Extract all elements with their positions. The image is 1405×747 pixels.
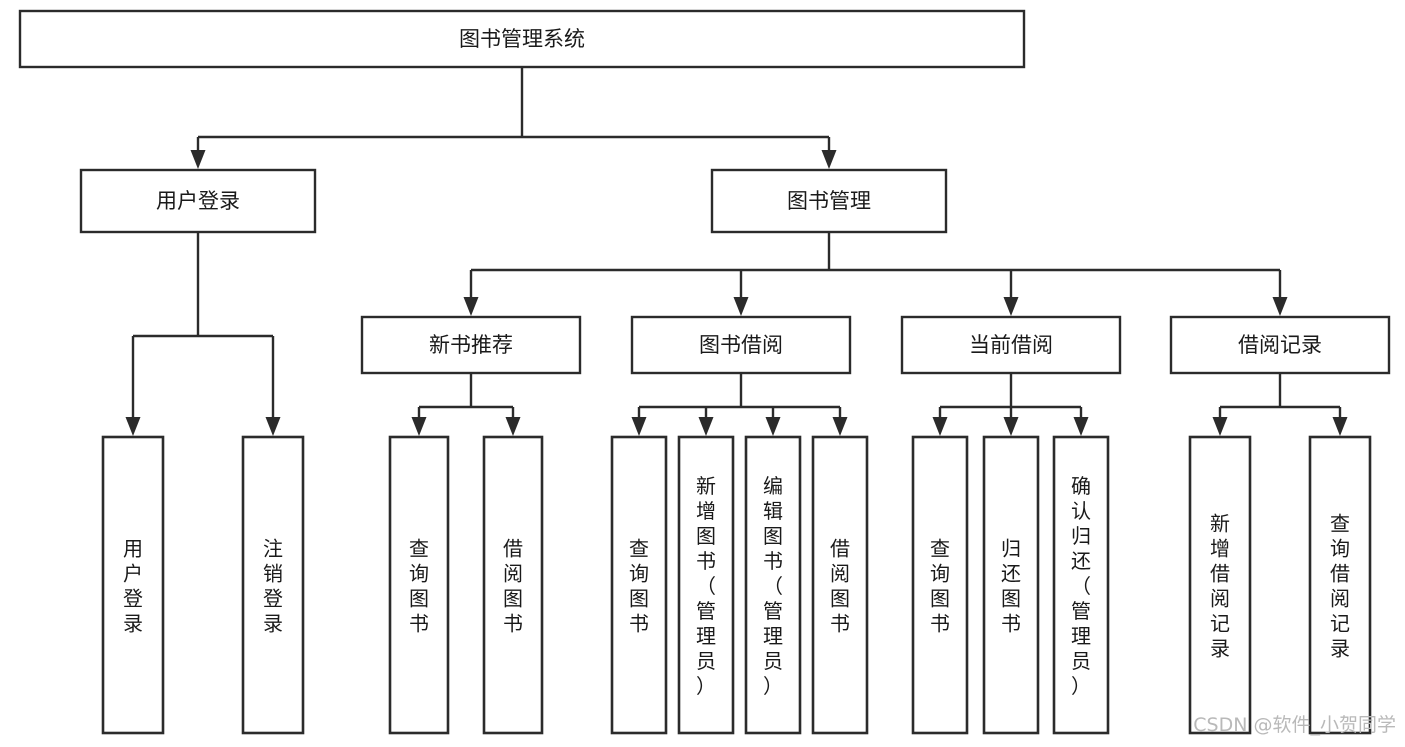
node-borrow[interactable]: 图书借阅 [630,315,852,375]
node-bookmgmt[interactable]: 图书管理 [710,168,948,234]
node-box[interactable] [1052,435,1110,735]
arrow-head-icon [1003,417,1019,436]
node-current[interactable]: 当前借阅 [900,315,1122,375]
node-label: 新书推荐 [429,333,513,357]
node-leaf-records-1[interactable]: 新增借阅记录 [1188,435,1252,735]
arrow-head-icon [1003,297,1019,316]
node-label: 用户登录 [156,189,240,213]
connector-layer [125,67,1348,436]
node-label: 图书管理 [787,189,871,213]
node-label: 查询图书 [629,536,649,635]
node-leaf-borrow-2[interactable]: 新增图书（管理员） [677,435,735,735]
node-leaf-newbook-1[interactable]: 查询图书 [388,435,450,735]
node-label: 借阅图书 [830,536,850,635]
node-leaf-borrow-3[interactable]: 编辑图书（管理员） [744,435,802,735]
arrow-head-icon [411,417,427,436]
node-label: 图书管理系统 [459,27,585,51]
node-label: 归还图书 [1001,536,1021,635]
arrow-head-icon [698,417,714,436]
node-leaf-borrow-4[interactable]: 借阅图书 [811,435,869,735]
arrow-head-icon [505,417,521,436]
node-label: 新增借阅记录 [1210,511,1230,660]
node-box[interactable] [1188,435,1252,735]
arrow-head-icon [832,417,848,436]
node-records[interactable]: 借阅记录 [1169,315,1391,375]
node-box[interactable] [1308,435,1372,735]
node-label: 查询图书 [409,536,429,635]
node-layer: 图书管理系统用户登录图书管理新书推荐图书借阅当前借阅借阅记录用户登录注销登录查询… [18,9,1391,735]
connector-current [932,373,1089,436]
node-box[interactable] [18,9,1026,69]
node-box[interactable] [982,435,1040,735]
csdn-watermark: CSDN @软件_小贺同学 [1193,714,1396,736]
node-box[interactable] [900,315,1122,375]
node-leaf-borrow-1[interactable]: 查询图书 [610,435,668,735]
node-box[interactable] [79,168,317,234]
node-label: 借阅图书 [503,536,523,635]
arrow-head-icon [765,417,781,436]
node-box[interactable] [744,435,802,735]
arrow-head-icon [1073,417,1089,436]
connector-login [125,232,281,436]
node-box[interactable] [911,435,969,735]
node-leaf-current-3[interactable]: 确认归还（管理员） [1052,435,1110,735]
connector-newbook [411,373,521,436]
node-label: 确认归还（管理员） [1071,474,1091,698]
node-box[interactable] [360,315,582,375]
arrow-head-icon [265,417,281,436]
node-box[interactable] [630,315,852,375]
node-box[interactable] [101,435,165,735]
node-box[interactable] [811,435,869,735]
node-leaf-login-1[interactable]: 用户登录 [101,435,165,735]
connector-root [190,67,837,169]
arrow-head-icon [125,417,141,436]
node-box[interactable] [677,435,735,735]
arrow-head-icon [463,297,479,316]
node-label: 新增图书（管理员） [696,474,716,698]
arrow-head-icon [631,417,647,436]
arrow-head-icon [190,150,206,169]
node-label: 查询借阅记录 [1330,511,1350,660]
arrow-head-icon [1212,417,1228,436]
arrow-head-icon [932,417,948,436]
connector-borrow [631,373,848,436]
node-label: 用户登录 [123,536,143,635]
node-box[interactable] [388,435,450,735]
node-login[interactable]: 用户登录 [79,168,317,234]
node-leaf-newbook-2[interactable]: 借阅图书 [482,435,544,735]
node-box[interactable] [241,435,305,735]
node-box[interactable] [710,168,948,234]
node-leaf-current-2[interactable]: 归还图书 [982,435,1040,735]
connector-bookmgmt [463,232,1288,316]
connector-records [1212,373,1348,436]
node-label: 借阅记录 [1238,333,1322,357]
node-leaf-records-2[interactable]: 查询借阅记录 [1308,435,1372,735]
node-leaf-current-1[interactable]: 查询图书 [911,435,969,735]
node-label: 图书借阅 [699,333,783,357]
node-label: 查询图书 [930,536,950,635]
node-box[interactable] [1169,315,1391,375]
arrow-head-icon [1332,417,1348,436]
node-label: 编辑图书（管理员） [763,474,783,698]
arrow-head-icon [733,297,749,316]
node-label: 当前借阅 [969,333,1053,357]
node-newbook[interactable]: 新书推荐 [360,315,582,375]
node-root[interactable]: 图书管理系统 [18,9,1026,69]
node-label: 注销登录 [263,536,283,635]
arrow-head-icon [1272,297,1288,316]
node-box[interactable] [482,435,544,735]
node-leaf-login-2[interactable]: 注销登录 [241,435,305,735]
arrow-head-icon [821,150,837,169]
node-box[interactable] [610,435,668,735]
